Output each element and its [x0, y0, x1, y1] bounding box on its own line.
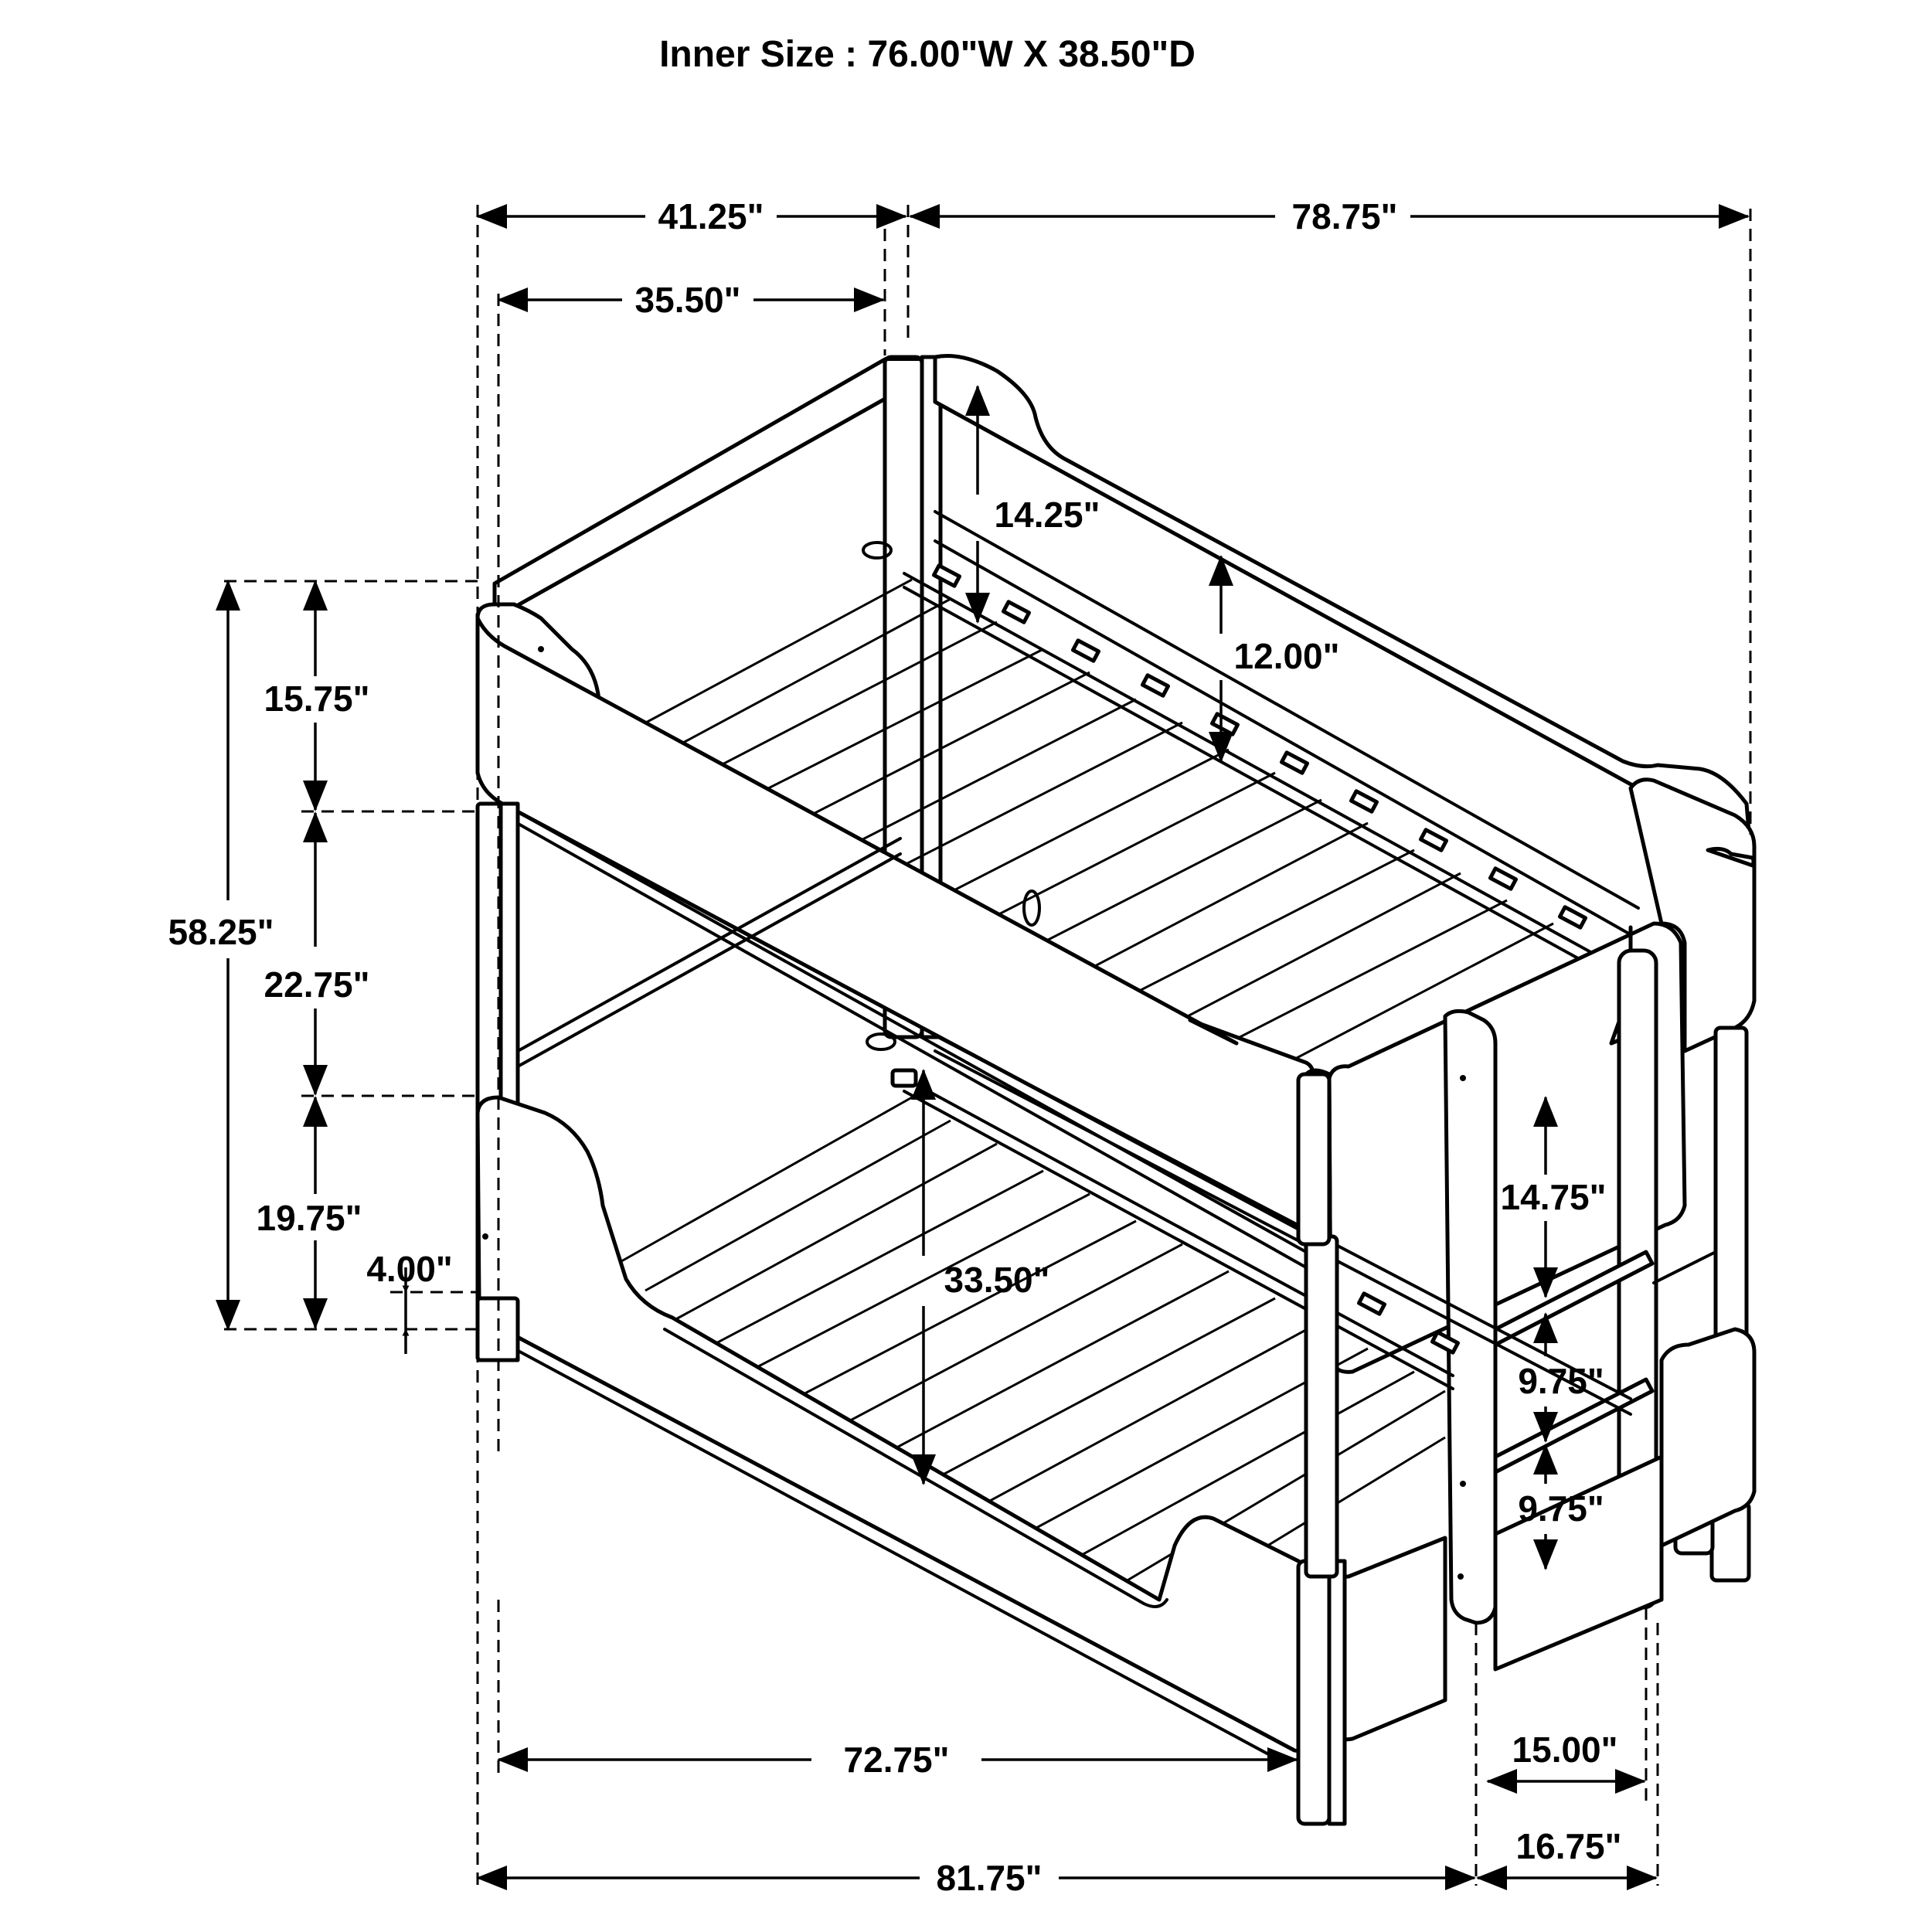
dim-middle-section-label: 22.75": [264, 964, 370, 1005]
dim-top-length-label: 78.75": [1292, 196, 1398, 236]
dim-overall-length-label: 81.75": [937, 1858, 1043, 1898]
dim-upper-guard-label: 14.25": [995, 495, 1100, 535]
dim-ladder-top-step-label: 14.75": [1501, 1177, 1607, 1217]
lower-slats: [610, 889, 1461, 1632]
dim-upper-clearance: 12.00": [1209, 555, 1340, 763]
dim-ladder-width: 15.00": [1486, 1730, 1646, 1794]
dim-upper-guard: 14.25": [965, 385, 1100, 624]
dim-top-section: 15.75": [264, 580, 370, 811]
dim-inner-width: 35.50": [497, 280, 885, 320]
dim-inner-length-label: 72.75": [844, 1740, 950, 1780]
dim-inner-length: 72.75": [497, 1740, 1298, 1780]
dim-top-width-label: 41.25": [658, 196, 764, 236]
upper-slats: [602, 563, 1631, 1145]
dim-ladder-width-label: 15.00": [1512, 1730, 1618, 1770]
dim-ladder-step-1: 9.75": [1518, 1312, 1604, 1443]
dim-middle-section: 22.75": [264, 811, 370, 1096]
dim-overall-length: 81.75": [476, 1858, 1476, 1898]
bunk-bed-drawing: [475, 353, 1757, 1826]
dim-bottom-section: 19.75": [257, 1096, 362, 1329]
dim-overall-height-label: 58.25": [168, 912, 274, 952]
dim-ladder-step-2: 9.75": [1518, 1444, 1604, 1570]
dim-top-width: 41.25": [476, 196, 907, 236]
dim-floor-clearance-label: 4.00": [366, 1249, 452, 1289]
dim-lower-clearance: 33.50": [911, 1069, 1050, 1485]
dim-lower-clearance-label: 33.50": [944, 1260, 1050, 1300]
dim-bottom-section-label: 19.75": [257, 1198, 362, 1238]
dim-floor-clearance: 4.00": [366, 1249, 453, 1354]
dim-overall-height: 58.25": [168, 580, 274, 1331]
dim-top-length: 78.75": [909, 196, 1750, 236]
dim-inner-width-label: 35.50": [635, 280, 741, 320]
corner-post: [1296, 1072, 1339, 1579]
dim-ladder-step-2-label: 9.75": [1518, 1488, 1604, 1529]
dim-ladder-depth-label: 16.75": [1516, 1826, 1622, 1866]
dim-ladder-depth: 16.75": [1476, 1826, 1658, 1890]
dim-ladder-step-1-label: 9.75": [1518, 1361, 1604, 1401]
near-footboard-lower: [1296, 1327, 1757, 1826]
inner-size-title: Inner Size : 76.00"W X 38.50"D: [659, 34, 1196, 75]
dimension-lines: [224, 205, 1752, 1886]
dim-ladder-top-step: 14.75": [1501, 1096, 1607, 1298]
dim-upper-clearance-label: 12.00": [1234, 636, 1340, 676]
dim-top-section-label: 15.75": [264, 679, 370, 719]
far-side-upper-rail: [933, 353, 1753, 940]
